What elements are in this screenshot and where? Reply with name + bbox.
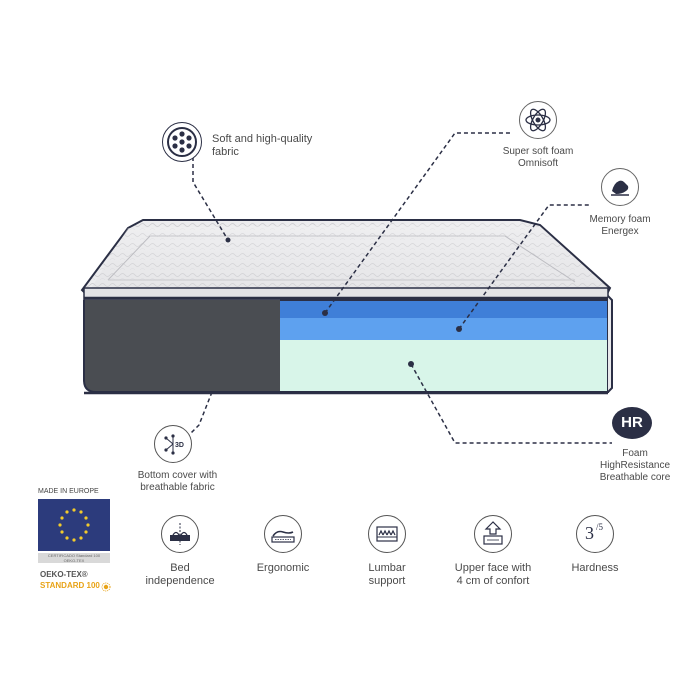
dots-grid-icon — [162, 122, 202, 162]
omnisoft-line1: Super soft foam — [502, 146, 574, 157]
eu-flag-icon — [38, 499, 110, 551]
feature-line1: Hardness — [571, 562, 619, 574]
feature-line2: 4 cm of confort — [456, 575, 530, 587]
feature-line1: Ergonomic — [256, 562, 310, 574]
svg-text:3D: 3D — [175, 442, 184, 449]
feature-label: Hardness — [540, 562, 650, 575]
leader-soft-fabric — [192, 150, 229, 241]
certificate-strip: CERTIFICADO Standard 100 OEKO-TEX — [38, 553, 110, 563]
leader-energex — [458, 204, 590, 330]
ergonomic-icon — [264, 515, 302, 553]
energex-layer — [280, 318, 608, 340]
omnisoft-layer — [280, 300, 608, 318]
mattress-cutaway — [84, 295, 613, 395]
leader-hr — [410, 363, 612, 444]
omnisoft-line2: Omnisoft — [517, 158, 558, 169]
feature-upper-face: Upper face with 4 cm of confort — [438, 515, 548, 588]
upper-face-icon — [474, 515, 512, 553]
hr-foam-label: Foam HighResistance Breathable core — [580, 448, 690, 484]
soft-fabric-line2: fabric — [212, 146, 239, 158]
3d-fabric-icon: 3D — [154, 425, 192, 463]
energex-line2: Energex — [601, 226, 639, 237]
energex-line1: Memory foam — [589, 214, 651, 225]
feature-line2: independence — [145, 575, 215, 587]
feature-label: Bed independence — [125, 562, 235, 588]
leader-bottom-cover — [185, 391, 213, 439]
soft-fabric-line1: Soft and high-quality — [212, 133, 313, 145]
hr-badge: HR — [612, 407, 652, 439]
cert-line1: CERTIFICADO Standard 100 — [47, 553, 101, 558]
soft-fabric-label: Soft and high-quality fabric — [212, 133, 312, 159]
bottom-cover-line1: Bottom cover with — [137, 470, 218, 481]
hardness-icon: 3 /5 — [576, 515, 614, 553]
standard-100: STANDARD 100 — [40, 581, 100, 590]
feature-hardness: 3 /5 Hardness — [540, 515, 650, 575]
feature-line2: support — [368, 575, 406, 587]
leader-lines — [185, 132, 612, 444]
bottom-cover-label: Bottom cover with breathable fabric — [120, 470, 235, 494]
hr-foam-line2: HighResistance — [599, 460, 671, 471]
hr-core-layer — [280, 340, 608, 392]
sun-icon — [101, 579, 111, 592]
feature-ergonomic: Ergonomic — [228, 515, 338, 575]
feature-line1: Lumbar — [368, 562, 406, 574]
hardness-minor: /5 — [596, 522, 604, 532]
hr-foam-line1: Foam — [622, 448, 648, 459]
mattress-top — [80, 219, 612, 301]
feature-line1: Bed — [170, 562, 190, 574]
leader-omnisoft — [324, 132, 511, 314]
omnisoft-label: Super soft foam Omnisoft — [488, 146, 588, 170]
feature-label: Upper face with 4 cm of confort — [438, 562, 548, 588]
leader-dots — [225, 237, 462, 367]
cert-line2: OEKO-TEX — [63, 558, 85, 563]
oeko-tex-brand: OEKO-TEX® — [40, 570, 88, 579]
feature-line1: Upper face with — [454, 562, 532, 574]
lumbar-support-icon — [368, 515, 406, 553]
mattress-side — [83, 300, 280, 393]
bottom-cover-line2: breathable fabric — [140, 482, 215, 493]
energex-label: Memory foam Energex — [575, 214, 665, 238]
hand-press-icon — [601, 168, 639, 206]
hardness-major: 3 — [585, 523, 594, 543]
feature-lumbar-support: Lumbar support — [332, 515, 442, 588]
feature-label: Lumbar support — [332, 562, 442, 588]
hr-foam-line3: Breathable core — [599, 472, 671, 483]
feature-label: Ergonomic — [228, 562, 338, 575]
feature-bed-independence: Bed independence — [125, 515, 235, 588]
bed-independence-icon — [161, 515, 199, 553]
atom-icon — [519, 101, 557, 139]
made-in-europe: MADE IN EUROPE — [38, 488, 99, 495]
